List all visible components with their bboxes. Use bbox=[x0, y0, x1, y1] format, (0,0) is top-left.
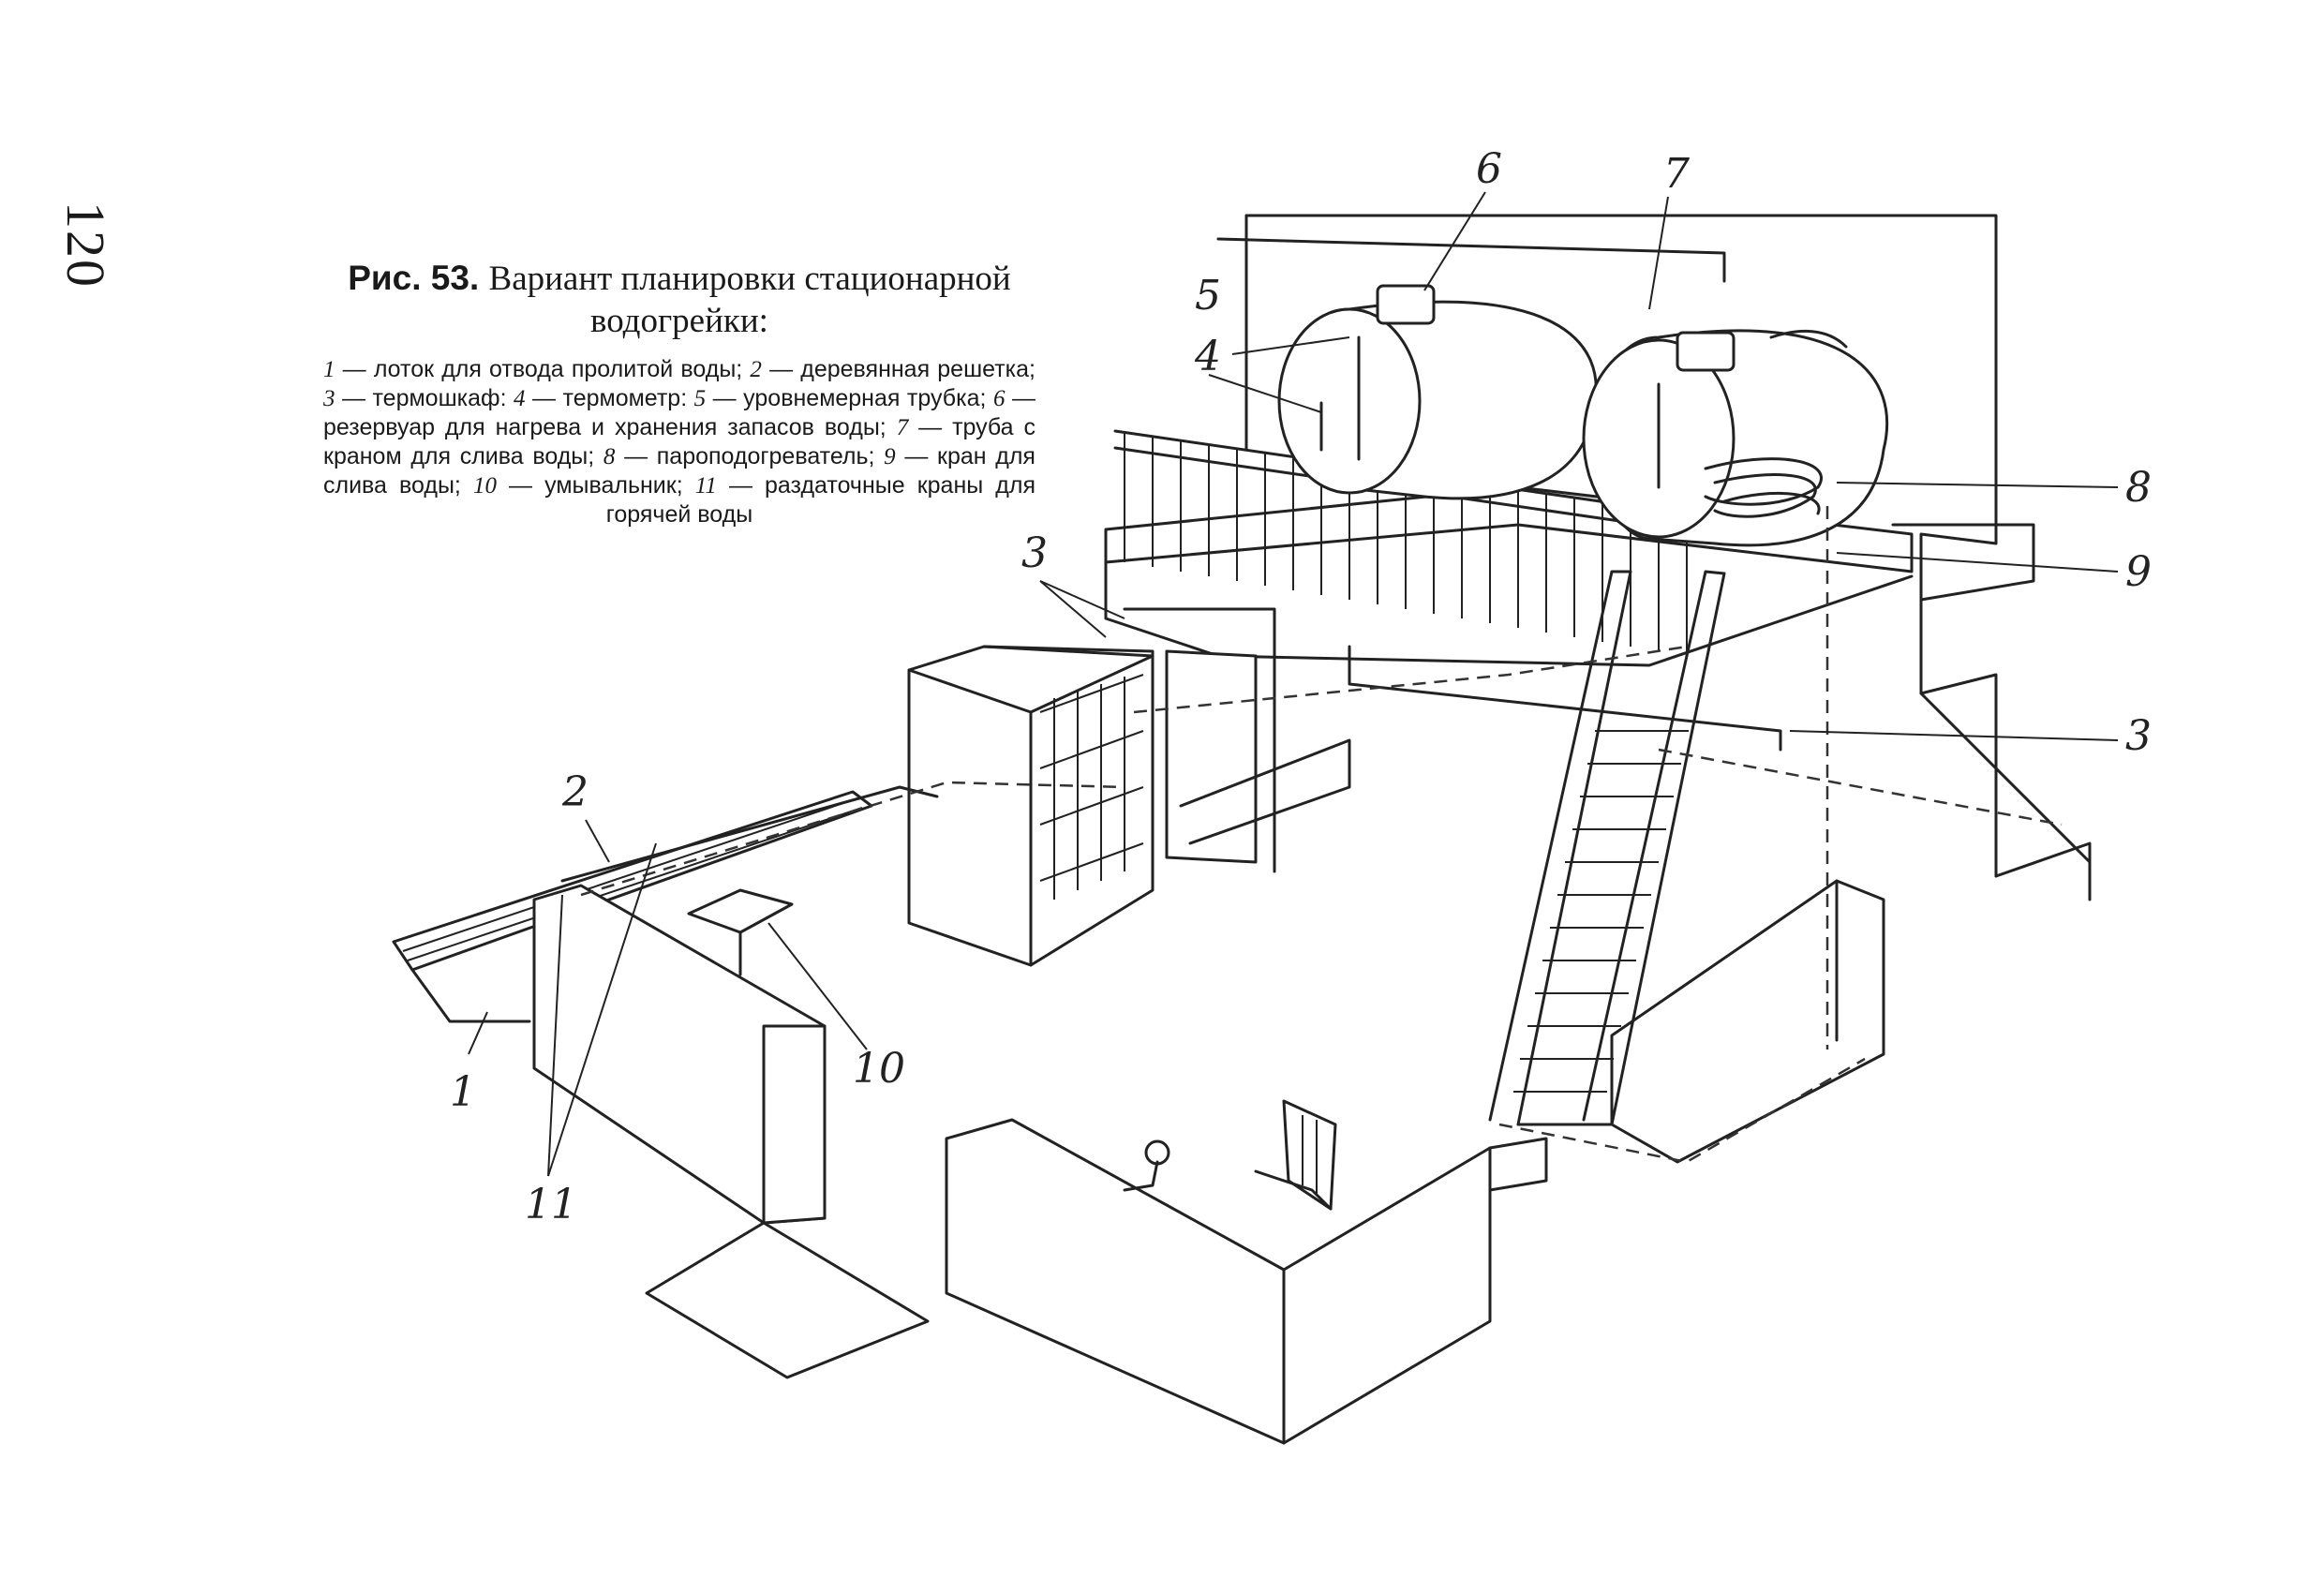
legend-item: 7 — труба с краном для слива воды; bbox=[323, 414, 1035, 469]
building-walls bbox=[1244, 214, 2092, 901]
legend-item: 2 — деревянная решетка; bbox=[750, 356, 1035, 382]
tank-6 bbox=[1277, 284, 1598, 500]
label-9: 9 bbox=[2125, 548, 2152, 596]
legend-item: 8 — пароподогреватель; bbox=[603, 443, 875, 469]
label-3b: 3 bbox=[2125, 712, 2152, 760]
figure-caption: Рис. 53. Вариант планировки стационарной… bbox=[323, 258, 1035, 529]
desk-lamp bbox=[1123, 1139, 1170, 1192]
legend-item: 3 — термошкаф: bbox=[323, 385, 507, 411]
chair bbox=[1254, 1099, 1337, 1211]
label-10: 10 bbox=[853, 1045, 905, 1093]
hidden-pipes bbox=[580, 506, 2063, 1164]
drain-pipe-7 bbox=[1216, 237, 1726, 283]
caption-label: Рис. 53. bbox=[348, 259, 480, 297]
legend-item: 5 — уровнемерная трубка; bbox=[693, 385, 987, 411]
legend-item: 9 — кран для слива воды; bbox=[323, 443, 1035, 499]
label-6: 6 bbox=[1476, 145, 1502, 193]
label-11: 11 bbox=[525, 1181, 577, 1228]
steam-heater-8 bbox=[1704, 329, 1848, 518]
staircase bbox=[1488, 570, 1726, 1126]
legend-item: 10 — умывальник; bbox=[472, 472, 683, 499]
legend-item: 1 — лоток для отвода пролитой воды; bbox=[323, 356, 743, 382]
legend-item: 11 — раздаточные краны для горячей воды bbox=[605, 472, 1036, 528]
washbasin-10 bbox=[687, 888, 794, 976]
legend-item: 4 — термометр: bbox=[514, 385, 688, 411]
label-2: 2 bbox=[561, 768, 588, 816]
label-8: 8 bbox=[2125, 464, 2152, 512]
caption-title-text: Вариант планировки стационарной водогрей… bbox=[488, 260, 1011, 340]
caption-legend: 1 — лоток для отвода пролитой воды; 2 — … bbox=[323, 355, 1035, 529]
label-5: 5 bbox=[1195, 272, 1221, 320]
wooden-grating-2 bbox=[560, 785, 939, 883]
partition-left bbox=[532, 884, 930, 1379]
partition-bottom bbox=[945, 1118, 1548, 1445]
leader-lines bbox=[468, 191, 2119, 1177]
label-7: 7 bbox=[1663, 150, 1690, 198]
tank-6b bbox=[1582, 329, 1889, 547]
legend-item: 6 — резервуар для нагрева и хранения зап… bbox=[323, 385, 1035, 440]
label-3a: 3 bbox=[1021, 529, 1048, 577]
thermal-cabinet-3 bbox=[907, 645, 1155, 967]
label-4: 4 bbox=[1194, 333, 1221, 380]
caption-title: Рис. 53. Вариант планировки стационарной… bbox=[323, 258, 1035, 342]
label-1: 1 bbox=[450, 1068, 476, 1116]
thermal-cabinet-3-open bbox=[1123, 607, 1351, 873]
